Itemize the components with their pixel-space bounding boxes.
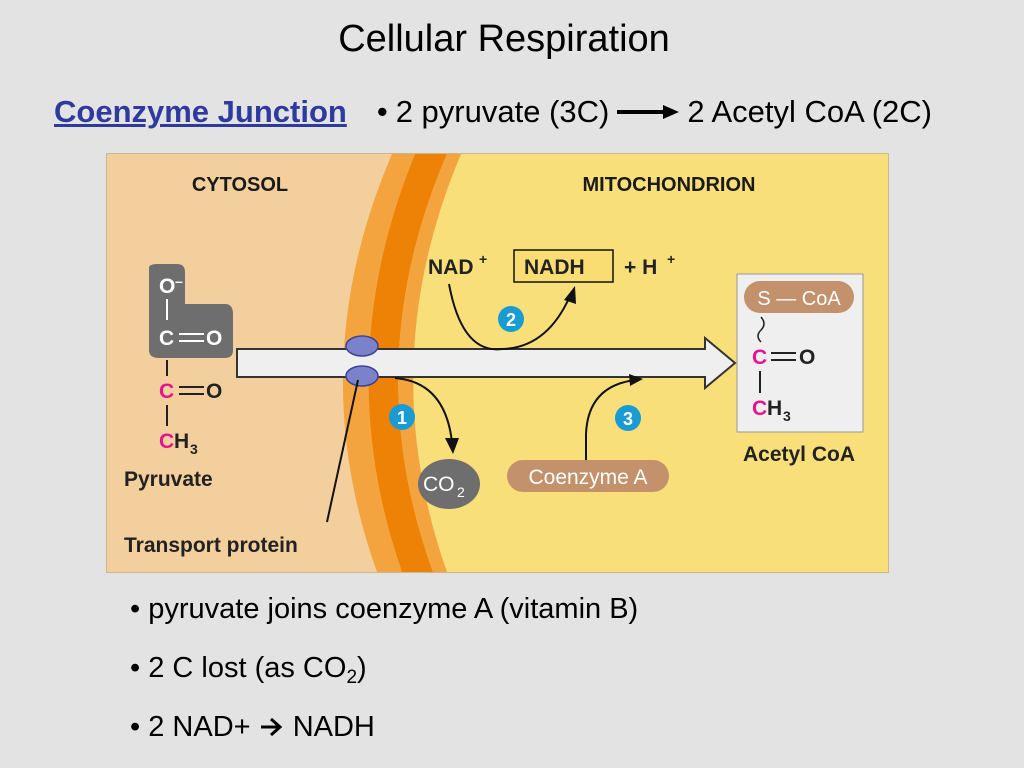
transport-protein-pointer bbox=[326, 379, 359, 523]
coenzyme-junction-diagram: CYTOSOL MITOCHONDRION O – C O C O C H 3 … bbox=[106, 153, 889, 573]
pyruvate-label: Pyruvate bbox=[124, 468, 213, 491]
acetyl-o: O bbox=[799, 346, 815, 369]
wavy-bond bbox=[757, 316, 765, 343]
pyruvate-c2: C bbox=[159, 380, 174, 403]
bullet-text-close: ) bbox=[357, 652, 367, 684]
pyruvate-o-minus: O bbox=[159, 275, 175, 298]
h-plus-superscript: + bbox=[667, 251, 675, 267]
coenzyme-a-pill bbox=[507, 460, 669, 492]
s-coa-label: S — CoA bbox=[757, 288, 841, 310]
step-1-badge bbox=[389, 404, 415, 430]
bullet-symbol: • bbox=[130, 711, 141, 743]
acetyl-sub-3: 3 bbox=[783, 408, 791, 424]
pyruvate-c1: C bbox=[159, 327, 174, 350]
right-arrow-icon bbox=[260, 717, 282, 737]
step2-arrowhead bbox=[564, 286, 576, 304]
product-text: 2 Acetyl CoA (2C) bbox=[687, 94, 932, 129]
pyruvate-sub-3: 3 bbox=[190, 441, 198, 457]
nadh-label: NADH bbox=[524, 256, 585, 279]
nad-plus-superscript: + bbox=[479, 251, 487, 267]
reaction-arrow-icon bbox=[617, 105, 680, 119]
coenzyme-junction-link[interactable]: Coenzyme Junction bbox=[54, 94, 347, 129]
bullet-symbol: • bbox=[130, 652, 141, 684]
outer-membrane bbox=[342, 154, 415, 572]
step1-arrowhead bbox=[445, 438, 459, 454]
heading-row: Coenzyme Junction • 2 pyruvate (3C) 2 Ac… bbox=[54, 92, 932, 132]
transport-protein-bottom bbox=[345, 365, 379, 387]
acetyl-h: H bbox=[767, 397, 782, 420]
bullet-text: pyruvate joins coenzyme A (vitamin B) bbox=[148, 593, 639, 625]
bullet-item: • pyruvate joins coenzyme A (vitamin B) bbox=[130, 586, 638, 645]
step-1-number: 1 bbox=[397, 408, 407, 428]
step3-curve bbox=[585, 379, 636, 460]
co2-bubble bbox=[418, 459, 480, 509]
reactant-text: 2 pyruvate (3C) bbox=[395, 94, 610, 129]
acetyl-c1: C bbox=[752, 346, 767, 369]
step1-curve bbox=[394, 377, 453, 443]
bullet-text: 2 C lost (as CO bbox=[148, 652, 347, 684]
co2-subscript: 2 bbox=[457, 484, 465, 500]
co2-subscript-text: 2 bbox=[346, 667, 358, 688]
pyruvate-o2: O bbox=[206, 380, 222, 403]
pyruvate-minus-sign: – bbox=[175, 273, 183, 289]
cytosol-label: CYTOSOL bbox=[192, 174, 288, 196]
step-3-badge bbox=[615, 405, 641, 431]
pyruvate-c3: C bbox=[159, 430, 174, 453]
coenzyme-a-label: Coenzyme A bbox=[528, 466, 647, 489]
acetyl-c2: C bbox=[752, 397, 767, 420]
carboxyl-group-highlight bbox=[149, 264, 233, 358]
slide-title: Cellular Respiration bbox=[338, 18, 670, 60]
inner-membrane bbox=[368, 154, 447, 572]
h-label: + H bbox=[624, 256, 657, 279]
step-2-number: 2 bbox=[506, 310, 516, 330]
nadh-box bbox=[513, 249, 614, 283]
s-coa-pill bbox=[744, 281, 854, 313]
pyruvate-o1: O bbox=[206, 327, 222, 350]
step-2-badge bbox=[498, 306, 524, 332]
acetyl-coa-label: Acetyl CoA bbox=[743, 443, 855, 466]
transport-protein-label: Transport protein bbox=[124, 534, 298, 557]
bullet-text: 2 NAD+ bbox=[148, 711, 251, 743]
bullet-text-product: NADH bbox=[292, 711, 375, 743]
bullet-list: • pyruvate joins coenzyme A (vitamin B) … bbox=[130, 586, 638, 763]
bullet-item: • 2 C lost (as CO2) bbox=[130, 645, 638, 704]
mitochondrion-label: MITOCHONDRION bbox=[583, 174, 756, 196]
pyruvate-h: H bbox=[174, 430, 189, 453]
transport-protein-top bbox=[345, 335, 379, 357]
membrane-edge bbox=[398, 154, 461, 572]
heading-bullet: • bbox=[376, 94, 388, 129]
step-3-number: 3 bbox=[623, 409, 633, 429]
bullet-item: • 2 NAD+ NADH bbox=[130, 704, 638, 763]
bullet-symbol: • bbox=[130, 593, 141, 625]
co2-label: CO bbox=[423, 473, 455, 496]
step2-curve bbox=[448, 283, 571, 351]
nad-label: NAD bbox=[428, 256, 474, 279]
step3-arrowhead bbox=[629, 374, 643, 386]
